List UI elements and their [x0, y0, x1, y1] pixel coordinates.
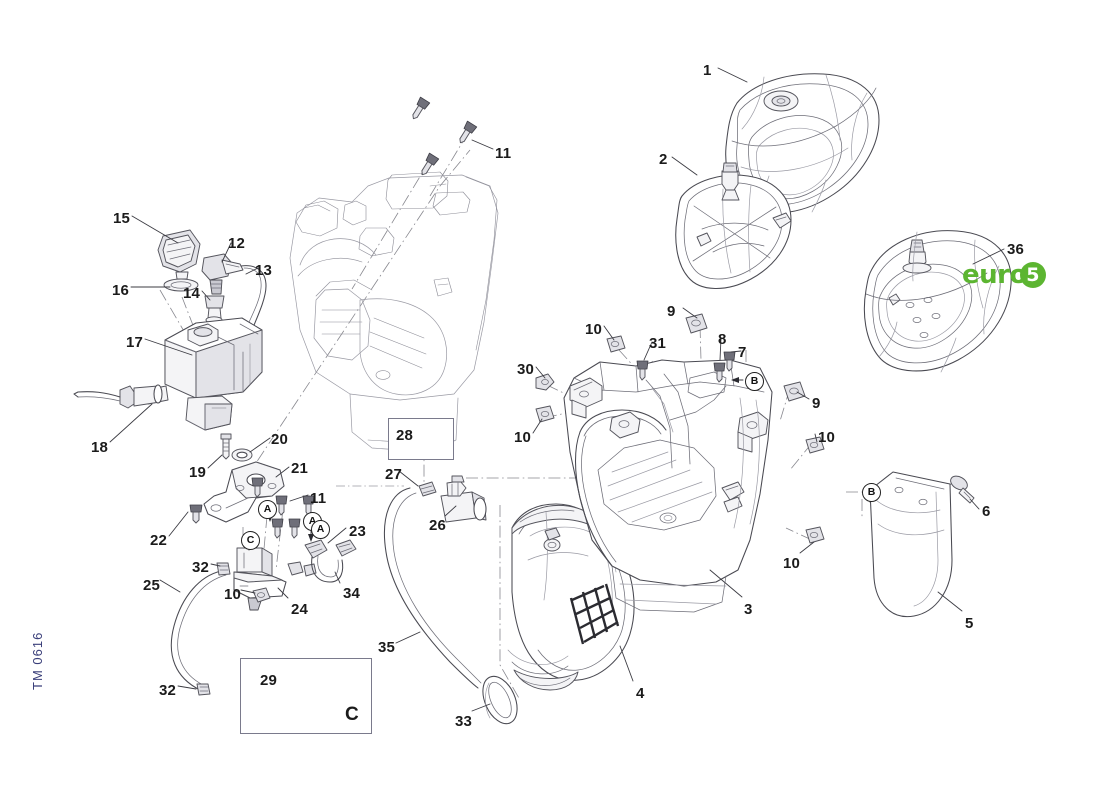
- callout-12: 12: [228, 235, 246, 252]
- callout-32b: 32: [159, 682, 177, 699]
- callout-5: 5: [965, 615, 974, 632]
- part-5-intake-flap-guard: [869, 471, 953, 618]
- detail-box-c: [240, 658, 372, 734]
- callout-27: 27: [385, 466, 403, 483]
- callout-9a: 9: [667, 303, 676, 320]
- callout-14: 14: [183, 285, 201, 302]
- part-17-carbon-canister: [145, 317, 263, 431]
- callout-10e: 10: [224, 586, 242, 603]
- callout-35: 35: [378, 639, 396, 656]
- euro5-logo: euro 5: [962, 262, 1046, 288]
- part-11-top-screws: [412, 96, 478, 176]
- airbox-ghost-reference: [289, 171, 499, 453]
- part-12-fitting-elbow: [201, 253, 244, 295]
- ref-b-1: B: [745, 372, 764, 391]
- part-3-airbox-body: [563, 359, 773, 613]
- part-15-filler-cap: [157, 229, 201, 280]
- callout-25: 25: [143, 577, 161, 594]
- callout-10a: 10: [585, 321, 603, 338]
- sheet-code: TM 0616: [30, 631, 45, 690]
- part-26-purge-valve: [440, 475, 487, 523]
- callout-10d: 10: [783, 555, 801, 572]
- part-1-air-filter-cover: [725, 73, 880, 214]
- part-32-hose-clamps: [196, 562, 231, 696]
- callout-29: 29: [260, 672, 278, 689]
- callout-10b: 10: [514, 429, 532, 446]
- callout-32a: 32: [192, 559, 210, 576]
- euro5-text: euro: [962, 260, 1027, 290]
- callout-36: 36: [1007, 241, 1025, 258]
- ref-c-1: C: [241, 531, 260, 550]
- part-23-connector-fitting: [304, 539, 328, 559]
- callout-26: 26: [429, 517, 447, 534]
- callout-13: 13: [255, 262, 273, 279]
- callout-4: 4: [636, 685, 645, 702]
- callout-31: 31: [649, 335, 667, 352]
- callout-16: 16: [112, 282, 130, 299]
- callout-24: 24: [291, 601, 309, 618]
- callout-10c: 10: [818, 429, 836, 446]
- ref-a-1: A: [258, 500, 277, 519]
- part-25-drain-hose: [170, 570, 227, 691]
- detail-box-28: [388, 418, 454, 460]
- part-11-screws: [251, 477, 315, 539]
- callout-11b: 11: [310, 490, 327, 507]
- part-36-airbox-lid-assembly: [863, 230, 1012, 373]
- part-33-sealing-ring: [482, 675, 518, 725]
- duct-mesh-grille: [569, 583, 620, 645]
- euro5-number: 5: [1019, 262, 1046, 288]
- part-2-filter-cage-frame: [675, 162, 792, 289]
- part-19-screw: [220, 433, 232, 460]
- callout-7: 7: [738, 344, 747, 361]
- callout-21: 21: [291, 460, 309, 477]
- part-22-screw: [189, 504, 203, 524]
- callout-17: 17: [126, 334, 144, 351]
- callout-22: 22: [150, 532, 168, 549]
- callout-8: 8: [718, 331, 727, 348]
- part-27-hose-clamp: [418, 481, 437, 497]
- callout-11a: 11: [495, 145, 512, 162]
- callout-18: 18: [91, 439, 109, 456]
- leader-lines: [109, 67, 1005, 712]
- callout-28: 28: [396, 427, 414, 444]
- part-20-washer: [231, 448, 253, 462]
- callout-9b: 9: [812, 395, 821, 412]
- callout-3: 3: [744, 601, 753, 618]
- callout-1: 1: [703, 62, 712, 79]
- small-fasteners-cluster: [535, 313, 825, 544]
- callout-2: 2: [659, 151, 668, 168]
- part-24-fuel-vapour-valve: [233, 547, 287, 611]
- ref-a-3: A: [311, 520, 330, 539]
- ref-b-2: B: [862, 483, 881, 502]
- callout-19: 19: [189, 464, 207, 481]
- part-34-hose: [311, 539, 357, 583]
- callout-33: 33: [455, 713, 473, 730]
- part-6-screw: [950, 475, 975, 504]
- part-18-breather-pipe: [73, 384, 163, 409]
- callout-6: 6: [982, 503, 991, 520]
- part-10-rubber-mounts: [252, 561, 317, 603]
- detail-box-c-label: C: [345, 704, 359, 725]
- callout-34: 34: [343, 585, 361, 602]
- callout-15: 15: [113, 210, 131, 227]
- callout-20: 20: [271, 431, 289, 448]
- part-35-hose: [383, 487, 482, 689]
- callout-23: 23: [349, 523, 367, 540]
- part-16-seal-ring: [163, 278, 199, 292]
- callout-30: 30: [517, 361, 535, 378]
